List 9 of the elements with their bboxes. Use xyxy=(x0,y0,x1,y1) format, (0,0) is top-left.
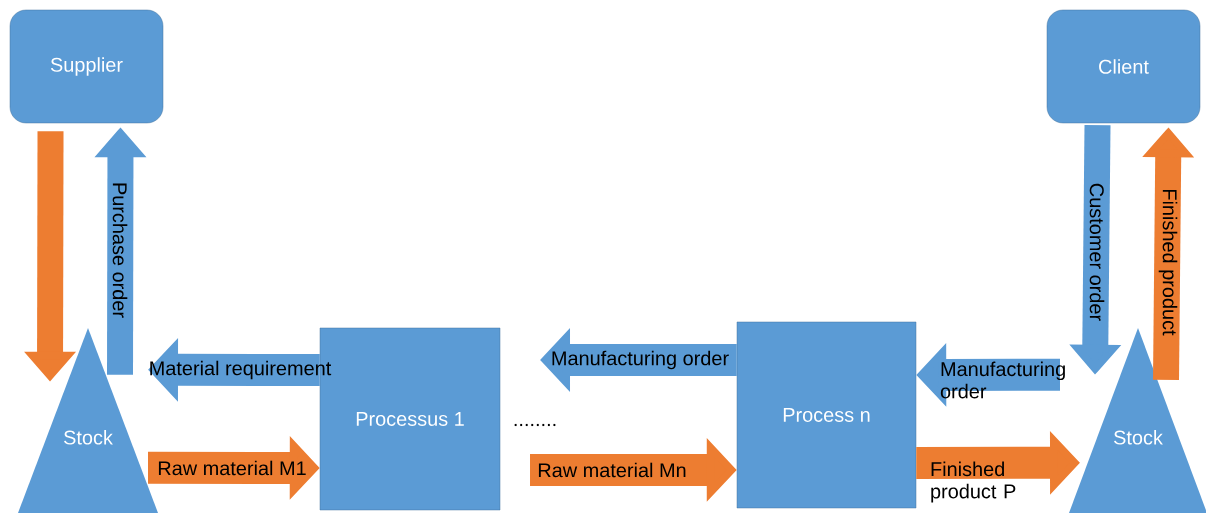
edge-label: Manufacturing order xyxy=(552,350,729,370)
edge-label: Raw material Mn xyxy=(538,462,686,478)
process-box: Process n xyxy=(736,321,917,509)
edge-label: Purchase order xyxy=(112,183,128,318)
rounded-box: Client xyxy=(1046,9,1201,124)
edge-label: Finished product P xyxy=(931,461,1016,503)
edge-label: Customer order xyxy=(1089,183,1105,321)
edge-label: Raw material M1 xyxy=(158,460,306,476)
rounded-box: Supplier xyxy=(9,9,164,124)
